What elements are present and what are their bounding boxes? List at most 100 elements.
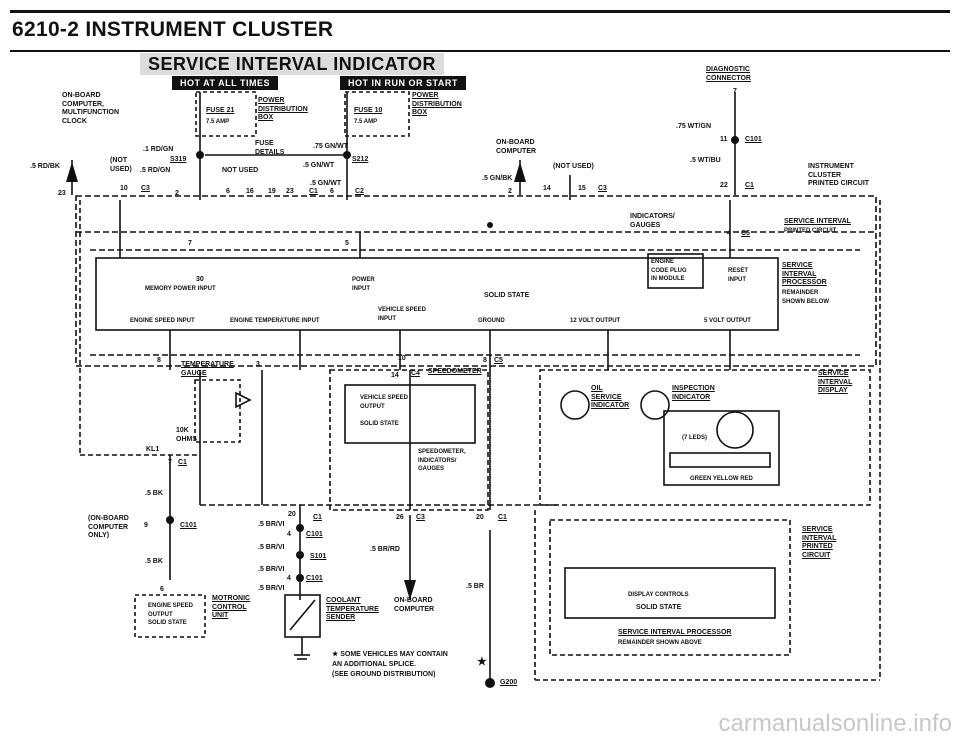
speedometer-label: SPEEDOMETER	[428, 368, 482, 375]
memory-power-input-label: MEMORY POWER INPUT	[145, 286, 216, 292]
pin-23b-label: 23	[286, 188, 294, 195]
oil-service-indicator	[560, 390, 590, 420]
s319-label: S319	[170, 156, 187, 163]
remainder-above-label: REMAINDER SHOWN ABOVE	[618, 640, 702, 646]
speedo-indicators-label: SPEEDOMETER, INDICATORS/ GAUGES	[418, 449, 466, 472]
sii-pc-title-label: SERVICE INTERVAL	[784, 218, 851, 225]
sii-processor-label: SERVICE INTERVAL PROCESSOR	[618, 629, 732, 636]
pin-4-label: 4	[727, 230, 731, 237]
pin-8-label: 8	[157, 357, 161, 364]
pin-7-label: 7	[188, 240, 192, 247]
solid-state-1-label: SOLID STATE	[484, 292, 530, 299]
g200-label: G200	[500, 679, 518, 686]
fuse21-amp-label: 7.5 AMP	[206, 119, 230, 125]
sip-title-label: SERVICE INTERVAL PROCESSOR	[782, 262, 827, 286]
fuse-box-10	[344, 91, 410, 137]
kl1-label: KL1	[146, 446, 160, 453]
s101-label: S101	[310, 553, 327, 560]
pin-15-label: 15	[578, 185, 586, 192]
br-vi-5a-label: .5 BR/VI	[258, 521, 285, 528]
c101-top-label: C101	[745, 136, 762, 143]
section-title: SERVICE INTERVAL INDICATOR	[140, 53, 445, 75]
motronic-box	[134, 594, 206, 638]
vehicle-speed-input-label: VEHICLE SPEED INPUT	[378, 307, 427, 322]
br-rd-label: .5 BR/RD	[370, 546, 400, 553]
pin-7b-label: 7	[168, 459, 172, 466]
header-underline	[10, 50, 950, 52]
c3-b-label: C3	[598, 185, 607, 192]
rd-gn-1-label: .1 RD/GN	[143, 146, 174, 153]
gn-wt-75-label: .75 GN/WT	[313, 143, 349, 150]
pin-10-label: 10	[120, 185, 128, 192]
fuse10-label: FUSE 10	[354, 107, 383, 114]
service-interval-display-label: SERVICE INTERVAL DISPLAY	[818, 370, 853, 394]
indicators-gauges-label: INDICATORS/ GAUGES	[630, 213, 675, 229]
pin-6c-label: 6	[160, 586, 164, 593]
pin-14-label: 14	[543, 185, 551, 192]
pin-5-label: 5	[345, 240, 349, 247]
led-bar	[669, 452, 771, 468]
pin-20-label: 20	[288, 511, 296, 518]
hot-at-all-times-banner: HOT AT ALL TIMES	[172, 76, 278, 90]
power-input-label: POWER INPUT	[352, 277, 375, 292]
watermark: carmanualsonline.info	[718, 710, 952, 737]
ground-label: GROUND	[478, 318, 505, 324]
temperature-gauge-box	[194, 379, 241, 443]
c5b-label: C5	[494, 357, 503, 364]
c3-a-label: C3	[141, 185, 150, 192]
bk-5a-label: .5 BK	[145, 490, 163, 497]
c1-e-label: C1	[498, 514, 507, 521]
ohms-label: 10K OHMS	[176, 427, 197, 443]
c1-a-label: C1	[309, 188, 318, 195]
sip-sub-label: REMAINDER SHOWN BELOW	[782, 290, 829, 305]
diagnostic-connector-label: DIAGNOSTIC CONNECTOR	[706, 66, 751, 82]
onboard-computer-3-label: ON-BOARD COMPUTER	[394, 597, 435, 613]
onboard-computer-only-label: (ON-BOARD COMPUTER ONLY)	[88, 515, 129, 539]
rd-bk-label: .5 RD/BK	[30, 163, 60, 170]
lower-sii-processor-box	[549, 519, 791, 656]
leds-label: (7 LEDS)	[682, 435, 708, 441]
rd-gn-5-label: .5 RD/GN	[140, 167, 171, 174]
coolant-temp-sender-label: COOLANT TEMPERATURE SENDER	[326, 597, 379, 621]
pin-3-label: 3	[256, 361, 260, 368]
pin-19-label: 19	[268, 188, 276, 195]
pin-26-label: 26	[396, 514, 404, 521]
br-vi-5c-label: .5 BR/VI	[258, 566, 285, 573]
br-vi-5d-label: .5 BR/VI	[258, 585, 285, 592]
pin-20b-label: 20	[476, 514, 484, 521]
v5-output-label: 5 VOLT OUTPUT	[704, 318, 751, 324]
engine-temp-input-label: ENGINE TEMPERATURE INPUT	[230, 318, 320, 324]
splice-star: ★	[477, 656, 487, 668]
pin-23-label: 23	[58, 190, 66, 197]
c101-a-label: C101	[180, 522, 197, 529]
onboard-computer-clock-label: ON-BOARD COMPUTER, MULTIFUNCTION CLOCK	[62, 92, 120, 125]
wt-bu-label: .5 WT/BU	[690, 157, 721, 164]
pin-4b-label: 4	[287, 531, 291, 538]
engine-code-plug-label: ENGINE CODE PLUG IN MODULE	[651, 259, 687, 282]
motronic-control-unit-label: MOTRONIC CONTROL UNIT	[212, 595, 251, 619]
pin11-label: 11	[720, 136, 728, 143]
pin-14b-label: 14	[391, 372, 399, 379]
s212-label: S212	[352, 156, 369, 163]
led-panel	[663, 410, 780, 486]
sii-pc-sub-label: PRINTED CIRCUIT	[784, 228, 837, 234]
vehicle-speed-output-label: VEHICLE SPEED OUTPUT	[360, 395, 409, 410]
engine-code-plug-box	[647, 253, 704, 289]
solid-state-3-label: SOLID STATE	[636, 604, 682, 611]
speedometer-box	[329, 369, 489, 511]
power-dist-box-2-label: POWER DISTRIBUTION BOX	[412, 92, 462, 116]
sii-processor-box	[95, 257, 779, 331]
gn-bk-label: .5 GN/BK	[482, 175, 513, 182]
fuse10-amp-label: 7.5 AMP	[354, 119, 378, 125]
not-used-3-label: (NOT USED)	[553, 163, 594, 170]
instrument-cluster-pc	[75, 195, 877, 367]
c3-c-label: C3	[416, 514, 425, 521]
instrument-cluster-pc-label: INSTRUMENT CLUSTER PRINTED CIRCUIT	[808, 163, 870, 187]
pin-6b-label: 6	[330, 188, 334, 195]
c5-label: C5	[741, 230, 750, 237]
display-controls-label: DISPLAY CONTROLS	[628, 592, 689, 598]
pin-30-label: 30	[196, 276, 204, 283]
bk-5b-label: .5 BK	[145, 558, 163, 565]
header-rule	[10, 10, 950, 13]
